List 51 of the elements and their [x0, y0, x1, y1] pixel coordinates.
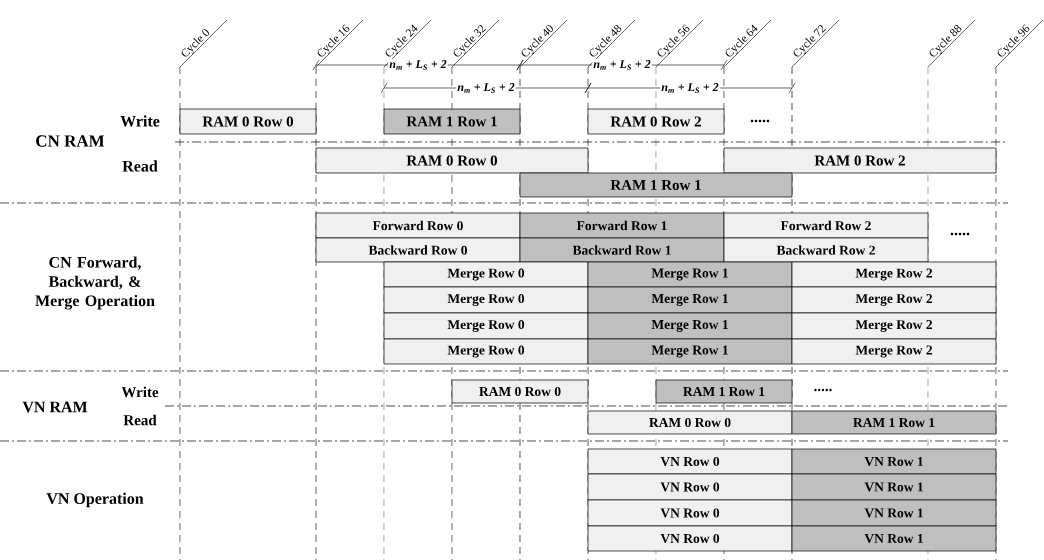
timing-box: VN Row 0 — [587, 448, 793, 475]
row-label: VN Operation — [46, 492, 144, 508]
timing-box: Forward Row 0 — [315, 212, 521, 239]
row-label: CN Forward, Backward, & Merge Operation — [35, 256, 155, 310]
timing-box: RAM 0 Row 0 — [179, 108, 317, 135]
timing-box: RAM 1 Row 1 — [791, 410, 997, 435]
timing-box: VN Row 0 — [587, 499, 793, 527]
row-label: VN RAM — [22, 401, 88, 413]
row-label: ..... — [950, 232, 970, 236]
row-label: ..... — [750, 119, 770, 123]
row-label: Read — [122, 160, 158, 172]
timing-box: Merge Row 1 — [587, 312, 793, 340]
timing-box: Merge Row 1 — [587, 338, 793, 365]
dimension-label: n$_{m}$ + L$_{S}$ + 2 — [592, 59, 652, 71]
timing-box: Merge Row 2 — [791, 261, 997, 288]
timing-box: Forward Row 2 — [723, 212, 929, 239]
timing-box: RAM 1 Row 1 — [383, 108, 521, 135]
timing-box: RAM 1 Row 1 — [519, 172, 793, 198]
timing-box: RAM 0 Row 2 — [723, 147, 997, 174]
timing-box: VN Row 1 — [791, 499, 997, 527]
timing-box: Merge Row 2 — [791, 286, 997, 314]
timing-box: Merge Row 1 — [587, 261, 793, 288]
row-label: CN RAM — [36, 135, 105, 147]
row-label: Write — [121, 386, 159, 398]
timing-box: RAM 0 Row 0 — [451, 379, 589, 404]
timing-box: VN Row 1 — [791, 473, 997, 501]
dimension-label: n$_{m}$ + L$_{S}$ + 2 — [388, 59, 448, 71]
timing-box: VN Row 1 — [791, 525, 997, 552]
row-label: Write — [120, 115, 160, 127]
row-label: Read — [123, 414, 157, 426]
timing-box: Merge Row 0 — [383, 338, 589, 365]
timing-box: VN Row 0 — [587, 525, 793, 552]
timing-box: Backward Row 0 — [315, 237, 521, 263]
timing-box: Backward Row 2 — [723, 237, 929, 263]
timing-box: Merge Row 0 — [383, 286, 589, 314]
row-label: ..... — [814, 388, 832, 392]
dimension-label: n$_{m}$ + L$_{S}$ + 2 — [660, 82, 720, 94]
timing-box: Merge Row 2 — [791, 312, 997, 340]
timing-box: RAM 1 Row 1 — [655, 379, 793, 404]
dimension-label: n$_{m}$ + L$_{S}$ + 2 — [456, 82, 516, 94]
timing-box: Merge Row 2 — [791, 338, 997, 365]
timing-box: VN Row 0 — [587, 473, 793, 501]
timing-box: RAM 0 Row 0 — [587, 410, 793, 435]
timing-box: RAM 0 Row 2 — [587, 108, 725, 135]
timing-box: Merge Row 0 — [383, 312, 589, 340]
timing-box: RAM 0 Row 0 — [315, 147, 589, 174]
timing-box: Merge Row 1 — [587, 286, 793, 314]
timing-box: VN Row 1 — [791, 448, 997, 475]
timing-box: Backward Row 1 — [519, 237, 725, 263]
timing-box: Forward Row 1 — [519, 212, 725, 239]
timing-box: Merge Row 0 — [383, 261, 589, 288]
